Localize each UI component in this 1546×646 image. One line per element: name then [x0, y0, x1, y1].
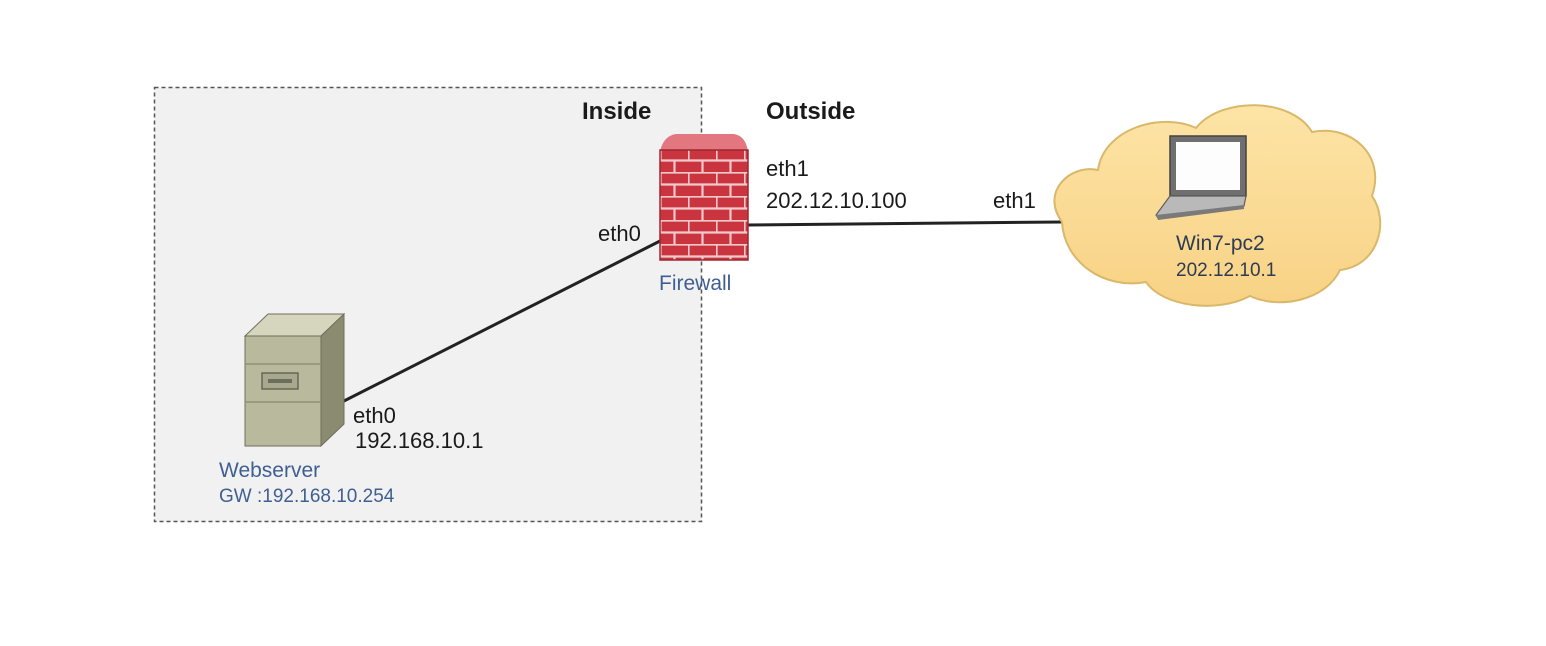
webserver-name: Webserver	[219, 459, 320, 482]
link-firewall-pc	[745, 220, 1063, 227]
webserver-eth0-label: eth0	[353, 403, 396, 428]
firewall-name: Firewall	[659, 272, 731, 295]
pc-ip: 202.12.10.1	[1176, 260, 1276, 281]
laptop-icon	[1155, 135, 1247, 220]
firewall-eth1-ip: 202.12.10.100	[766, 188, 907, 213]
webserver-gateway: GW :192.168.10.254	[219, 486, 395, 507]
pc-eth1-label: eth1	[993, 188, 1036, 213]
server-tower-icon	[243, 312, 346, 448]
firewall-eth1-label: eth1	[766, 156, 809, 181]
firewall-brick-wall-icon	[659, 134, 749, 261]
inside-zone-box	[153, 86, 703, 523]
webserver-ip: 192.168.10.1	[355, 428, 483, 453]
outside-zone-label: Outside	[766, 98, 855, 125]
firewall-eth0-label: eth0	[598, 221, 641, 246]
inside-zone-label: Inside	[582, 98, 651, 125]
link-webserver-firewall	[341, 238, 663, 404]
pc-name: Win7-pc2	[1176, 232, 1265, 255]
